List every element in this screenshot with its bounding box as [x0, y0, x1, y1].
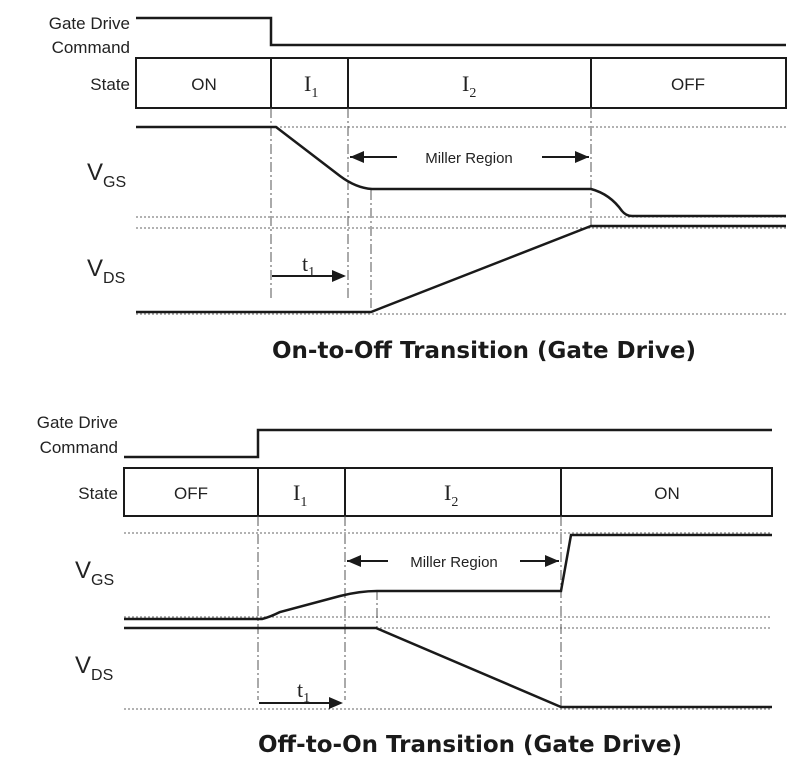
state-label: State: [78, 484, 118, 503]
vgs-label: VGS: [75, 557, 114, 589]
state-bar: [123, 467, 773, 517]
vds-label: VDS: [75, 652, 113, 684]
state-on: ON: [191, 75, 217, 94]
arrowhead-right-icon: [575, 151, 589, 163]
gate-drive-label-line1: Gate Drive: [37, 413, 118, 432]
state-off: OFF: [174, 484, 208, 503]
caption-off-to-on: Off-to-On Transition (Gate Drive): [258, 732, 682, 758]
t1-label: t1: [302, 251, 315, 280]
gate-drive-command-waveform: [136, 16, 786, 47]
vgs-waveform: [124, 533, 772, 621]
miller-region-label: Miller Region: [410, 554, 498, 571]
state-i1: I1: [304, 71, 318, 101]
t1-label: t1: [297, 677, 310, 706]
gate-drive-label-line2: Command: [40, 438, 118, 457]
arrowhead-right-icon: [329, 697, 343, 709]
gate-drive-label-line2: Command: [52, 38, 130, 57]
state-i2: I2: [444, 480, 458, 510]
state-i2: I2: [462, 71, 476, 101]
state-label: State: [90, 75, 130, 94]
arrowhead-left-icon: [347, 555, 361, 567]
panel-off-to-on: Gate Drive Command State OFF I1 I2 ON VG…: [37, 413, 773, 758]
state-off: OFF: [671, 75, 705, 94]
state-on: ON: [654, 484, 680, 503]
arrowhead-right-icon: [332, 270, 346, 282]
panel-on-to-off: Gate Drive Command State ON I1 I2 OFF VG…: [49, 14, 787, 364]
vgs-waveform: [136, 125, 786, 218]
vds-waveform: [124, 626, 772, 709]
vds-label: VDS: [87, 255, 125, 287]
vgs-label: VGS: [87, 159, 126, 191]
arrowhead-left-icon: [350, 151, 364, 163]
miller-region-label: Miller Region: [425, 150, 513, 167]
state-bar: [135, 57, 787, 109]
vds-waveform: [136, 224, 786, 314]
gate-drive-command-waveform: [124, 428, 772, 459]
arrowhead-right-icon: [545, 555, 559, 567]
caption-on-to-off: On-to-Off Transition (Gate Drive): [272, 338, 696, 364]
state-i1: I1: [293, 480, 307, 510]
gate-drive-label-line1: Gate Drive: [49, 14, 130, 33]
